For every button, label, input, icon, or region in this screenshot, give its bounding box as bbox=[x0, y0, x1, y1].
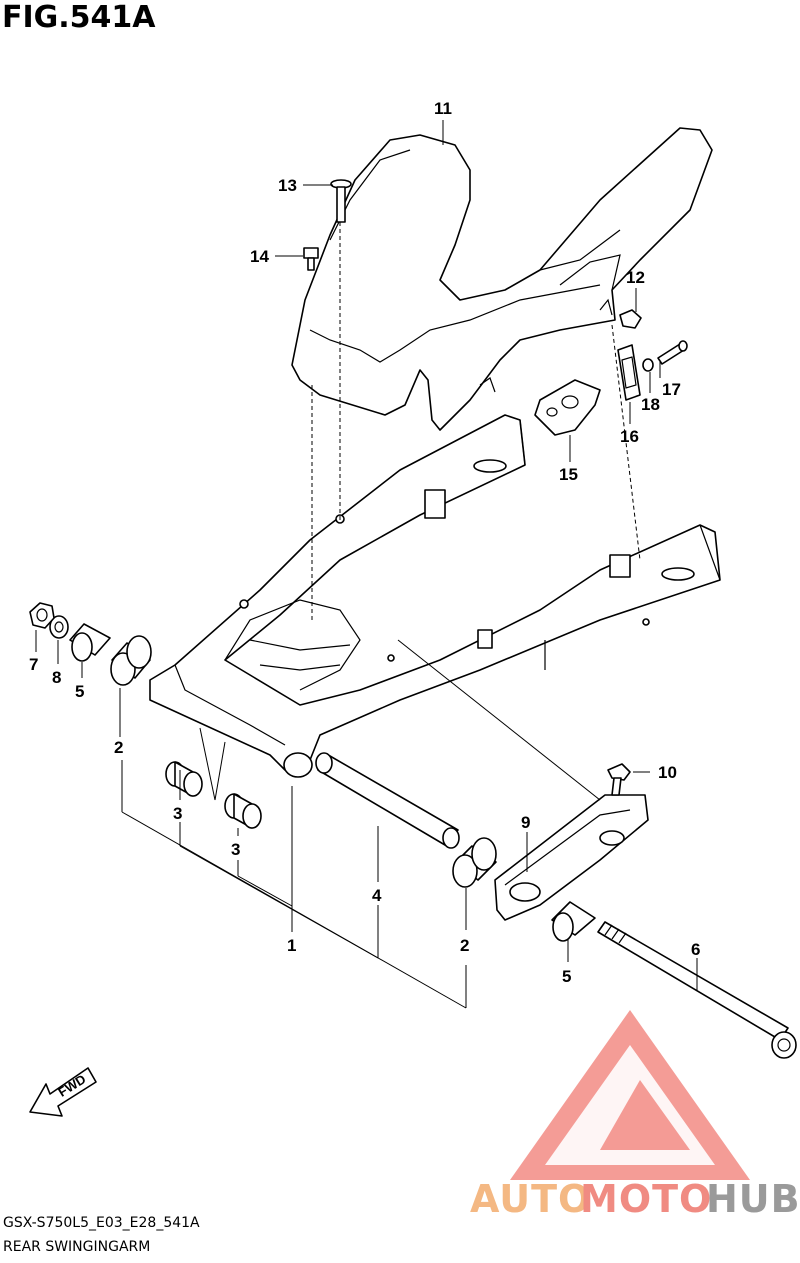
leader-lines bbox=[35, 120, 698, 1009]
bracket-16 bbox=[617, 344, 641, 401]
label-11: 11 bbox=[434, 99, 452, 118]
watermark-logo: AUTO MOTO HUB bbox=[470, 1010, 800, 1221]
bolt-12 bbox=[619, 309, 642, 329]
watermark-moto: MOTO bbox=[580, 1177, 712, 1221]
bolt-10 bbox=[607, 763, 631, 796]
watermark-auto: AUTO bbox=[470, 1177, 591, 1221]
label-2b: 2 bbox=[460, 936, 469, 955]
watermark-hub: HUB bbox=[706, 1177, 800, 1221]
bracket-15 bbox=[534, 379, 601, 436]
figure-code: GSX-S750L5_E03_E28_541A bbox=[3, 1215, 200, 1231]
label-6: 6 bbox=[691, 940, 700, 959]
pivot-bolt bbox=[597, 921, 797, 1059]
label-5b: 5 bbox=[562, 967, 571, 986]
bearing-2b bbox=[452, 837, 497, 888]
label-13: 13 bbox=[278, 176, 297, 195]
swingarm-frame bbox=[149, 414, 721, 778]
label-16: 16 bbox=[620, 427, 639, 446]
label-2a: 2 bbox=[114, 738, 123, 757]
label-9: 9 bbox=[521, 813, 530, 832]
pivot-tube bbox=[315, 752, 460, 849]
chain-buffer bbox=[494, 794, 649, 921]
label-4: 4 bbox=[372, 886, 382, 905]
bearing-3b bbox=[224, 793, 262, 829]
label-14: 14 bbox=[250, 247, 269, 266]
label-8: 8 bbox=[52, 668, 61, 687]
bolt-13 bbox=[330, 179, 352, 223]
label-1: 1 bbox=[287, 936, 296, 955]
forward-arrow-icon: FWD bbox=[29, 1067, 97, 1117]
screw-17 bbox=[657, 340, 688, 365]
washer-8 bbox=[49, 615, 69, 639]
label-5a: 5 bbox=[75, 682, 84, 701]
label-3a: 3 bbox=[173, 804, 182, 823]
bushing-5a bbox=[69, 623, 111, 662]
label-12: 12 bbox=[626, 268, 645, 287]
bolt-14 bbox=[303, 247, 319, 271]
part-number-labels: 11 13 14 12 17 18 16 15 10 9 6 5 2 4 1 2… bbox=[29, 99, 700, 986]
bushing-5b bbox=[551, 901, 596, 942]
bearing-2a bbox=[110, 635, 152, 686]
washer-18 bbox=[642, 358, 654, 372]
bearing-3a bbox=[165, 761, 203, 797]
label-3b: 3 bbox=[231, 840, 240, 859]
label-10: 10 bbox=[658, 763, 677, 782]
figure-name: REAR SWINGINGARM bbox=[3, 1239, 151, 1255]
label-15: 15 bbox=[559, 465, 578, 484]
label-7: 7 bbox=[29, 655, 38, 674]
figure-title: FIG.541A bbox=[2, 0, 156, 35]
label-18: 18 bbox=[641, 395, 660, 414]
rear-fender bbox=[291, 127, 713, 431]
label-17: 17 bbox=[662, 380, 681, 399]
nut-7 bbox=[29, 602, 55, 629]
